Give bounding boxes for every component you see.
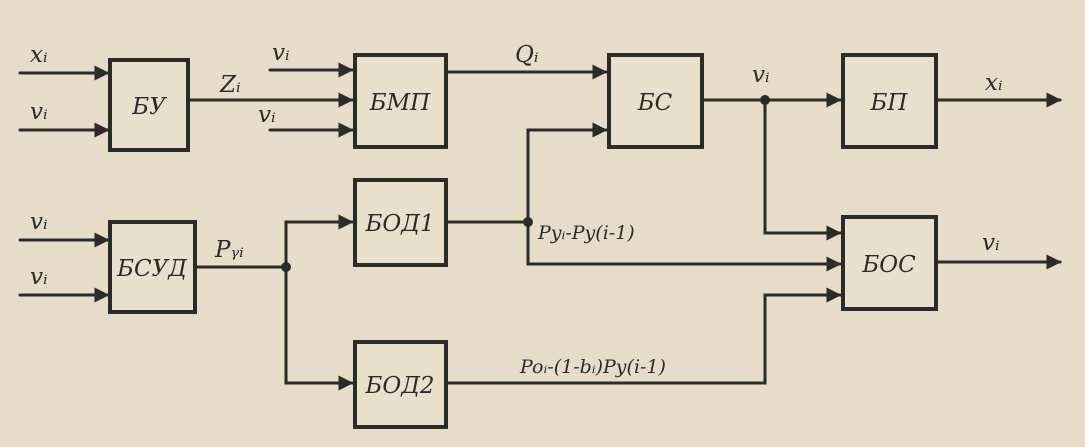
label-bsud-in-v-top: vᵢ bbox=[30, 209, 48, 235]
block-bod1-label: БОД1 bbox=[364, 211, 434, 237]
label-bod1-out: Pyᵢ-Py(i-1) bbox=[537, 222, 635, 244]
label-bu-in-v: vᵢ bbox=[30, 99, 48, 125]
label-bsud-out-p: Pᵧᵢ bbox=[214, 237, 244, 263]
arrow-bod1-to-bs bbox=[526, 122, 608, 224]
label-bod2-out: Poᵢ-(1-bᵢ)Py(i-1) bbox=[519, 356, 666, 378]
label-bmp-in-v-bottom: vᵢ bbox=[258, 102, 276, 128]
junction-dot-bs-out bbox=[760, 95, 770, 105]
label-bmp-out-q: Qᵢ bbox=[515, 42, 538, 68]
label-bmp-in-v-top: vᵢ bbox=[272, 40, 290, 66]
block-bmp-label: БМП bbox=[369, 90, 431, 116]
connections bbox=[18, 62, 1062, 391]
arrow-bod1-to-bos bbox=[526, 220, 842, 272]
block-bmp: БМП bbox=[353, 53, 448, 149]
arrow-bsud-to-bod2 bbox=[284, 265, 354, 391]
arrow-bsud-to-bod1 bbox=[284, 214, 354, 269]
block-bu-label: БУ bbox=[131, 94, 168, 120]
junction-dot-bsud-out bbox=[281, 262, 291, 272]
label-bos-out-v: vᵢ bbox=[982, 230, 1000, 256]
block-bod2-label: БОД2 bbox=[364, 373, 434, 399]
block-bsud-label: БСУД bbox=[116, 256, 188, 282]
block-bs: БС bbox=[607, 53, 704, 149]
label-bsud-in-v-bottom: vᵢ bbox=[30, 264, 48, 290]
label-bu-in-x: xᵢ bbox=[30, 42, 48, 68]
block-bos-label: БОС bbox=[861, 252, 916, 278]
label-bp-out-x: xᵢ bbox=[985, 70, 1003, 96]
block-bs-label: БС bbox=[637, 90, 673, 116]
block-bp: БП bbox=[841, 53, 938, 149]
junction-dot-bod1-out bbox=[523, 217, 533, 227]
block-bos: БОС bbox=[841, 215, 938, 311]
block-bsud: БСУД bbox=[108, 220, 197, 314]
label-bs-out-v: vᵢ bbox=[752, 62, 770, 88]
block-bod1: БОД1 bbox=[353, 178, 448, 267]
block-bu: БУ bbox=[108, 58, 190, 152]
label-bu-out-z: Zᵢ bbox=[219, 72, 241, 98]
block-bod2: БОД2 bbox=[353, 340, 448, 429]
arrow-bs-to-bos bbox=[763, 98, 842, 241]
arrow-bod2-to-bos bbox=[444, 287, 842, 385]
block-bp-label: БП bbox=[870, 90, 909, 116]
